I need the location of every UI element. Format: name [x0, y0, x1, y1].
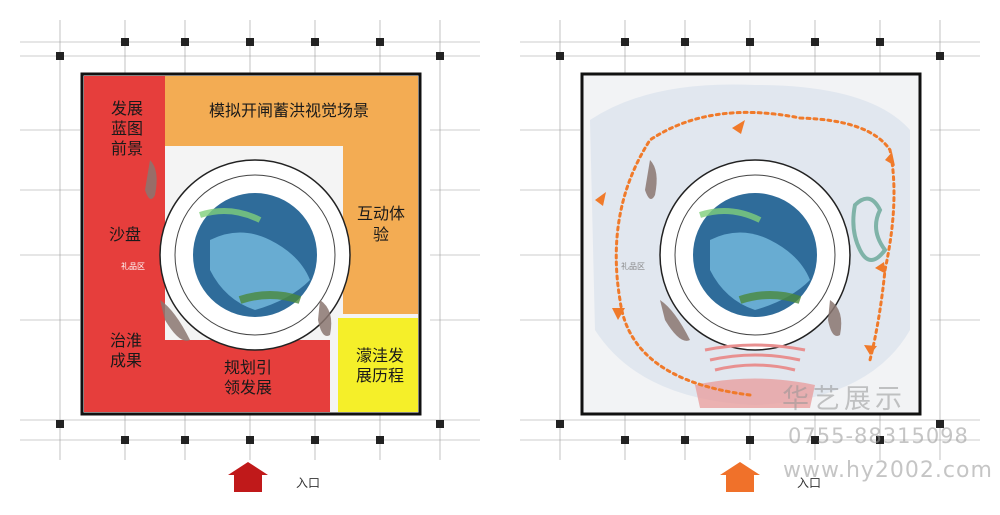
left-plan-svg: 发展 蓝图 前景 沙盘 治淮 成果 规划引 领发展 模拟开闸蓄洪视觉场景 互动体… — [20, 20, 480, 492]
zone-label-blueprint: 发展 蓝图 前景 — [111, 99, 143, 158]
zone-label-interactive: 互动体 验 — [357, 204, 405, 244]
entrance-label-right: 入口 — [797, 476, 821, 490]
zone-red — [84, 76, 330, 412]
gift-area-label: 礼品区 — [121, 261, 145, 271]
svg-text:验: 验 — [373, 225, 389, 244]
watermark: 华艺展示 0755-88315098 www.hy2002.com — [782, 384, 993, 483]
svg-text:展历程: 展历程 — [356, 366, 404, 385]
watermark-url: www.hy2002.com — [783, 458, 993, 483]
left-floor-plan: 发展 蓝图 前景 沙盘 治淮 成果 规划引 领发展 模拟开闸蓄洪视觉场景 互动体… — [20, 20, 480, 492]
svg-text:濛洼发: 濛洼发 — [356, 346, 404, 365]
right-plan-svg: 礼品区 入口 华艺展示 0755-88315098 www.hy2002.com — [520, 20, 993, 492]
svg-text:模拟开闸蓄洪视觉场景: 模拟开闸蓄洪视觉场景 — [209, 101, 369, 120]
watermark-brand: 华艺展示 — [782, 384, 906, 415]
zone-label-flood: 模拟开闸蓄洪视觉场景 — [209, 101, 369, 120]
columns-right — [556, 38, 944, 444]
entrance-arrow-right — [720, 462, 760, 492]
svg-text:成果: 成果 — [110, 351, 142, 370]
svg-text:治淮: 治淮 — [110, 331, 142, 350]
zone-label-history: 濛洼发 展历程 — [356, 346, 404, 385]
outer-grid-lines-right — [520, 20, 980, 460]
zone-flood — [165, 76, 418, 146]
columns — [56, 38, 444, 444]
zone-label-planning: 规划引 领发展 — [224, 358, 272, 397]
svg-text:发展: 发展 — [111, 99, 143, 118]
svg-text:前景: 前景 — [111, 139, 143, 158]
zone-label-results: 治淮 成果 — [110, 331, 142, 370]
svg-text:沙盘: 沙盘 — [109, 225, 141, 244]
zone-history — [338, 318, 418, 412]
gift-area-label-right: 礼品区 — [621, 261, 645, 271]
watermark-phone: 0755-88315098 — [788, 424, 969, 448]
exhibit-pieces — [145, 160, 332, 341]
svg-text:互动体: 互动体 — [357, 204, 405, 223]
interactive-track — [851, 196, 888, 262]
entrance-arrow — [228, 462, 268, 492]
exhibit-pieces-right — [645, 160, 842, 341]
entrance-label: 入口 — [296, 476, 320, 490]
zone-interactive — [343, 146, 418, 314]
svg-text:领发展: 领发展 — [224, 378, 272, 397]
visitor-flow-path — [614, 110, 896, 397]
right-floor-plan: 礼品区 入口 华艺展示 0755-88315098 www.hy2002.com — [500, 0, 1000, 515]
flow-arrows — [595, 120, 895, 355]
planning-stage — [695, 378, 815, 408]
outer-grid-lines — [20, 20, 480, 460]
svg-text:规划引: 规划引 — [224, 358, 272, 377]
zone-label-sandtable: 沙盘 — [109, 225, 141, 244]
svg-text:蓝图: 蓝图 — [111, 119, 143, 138]
